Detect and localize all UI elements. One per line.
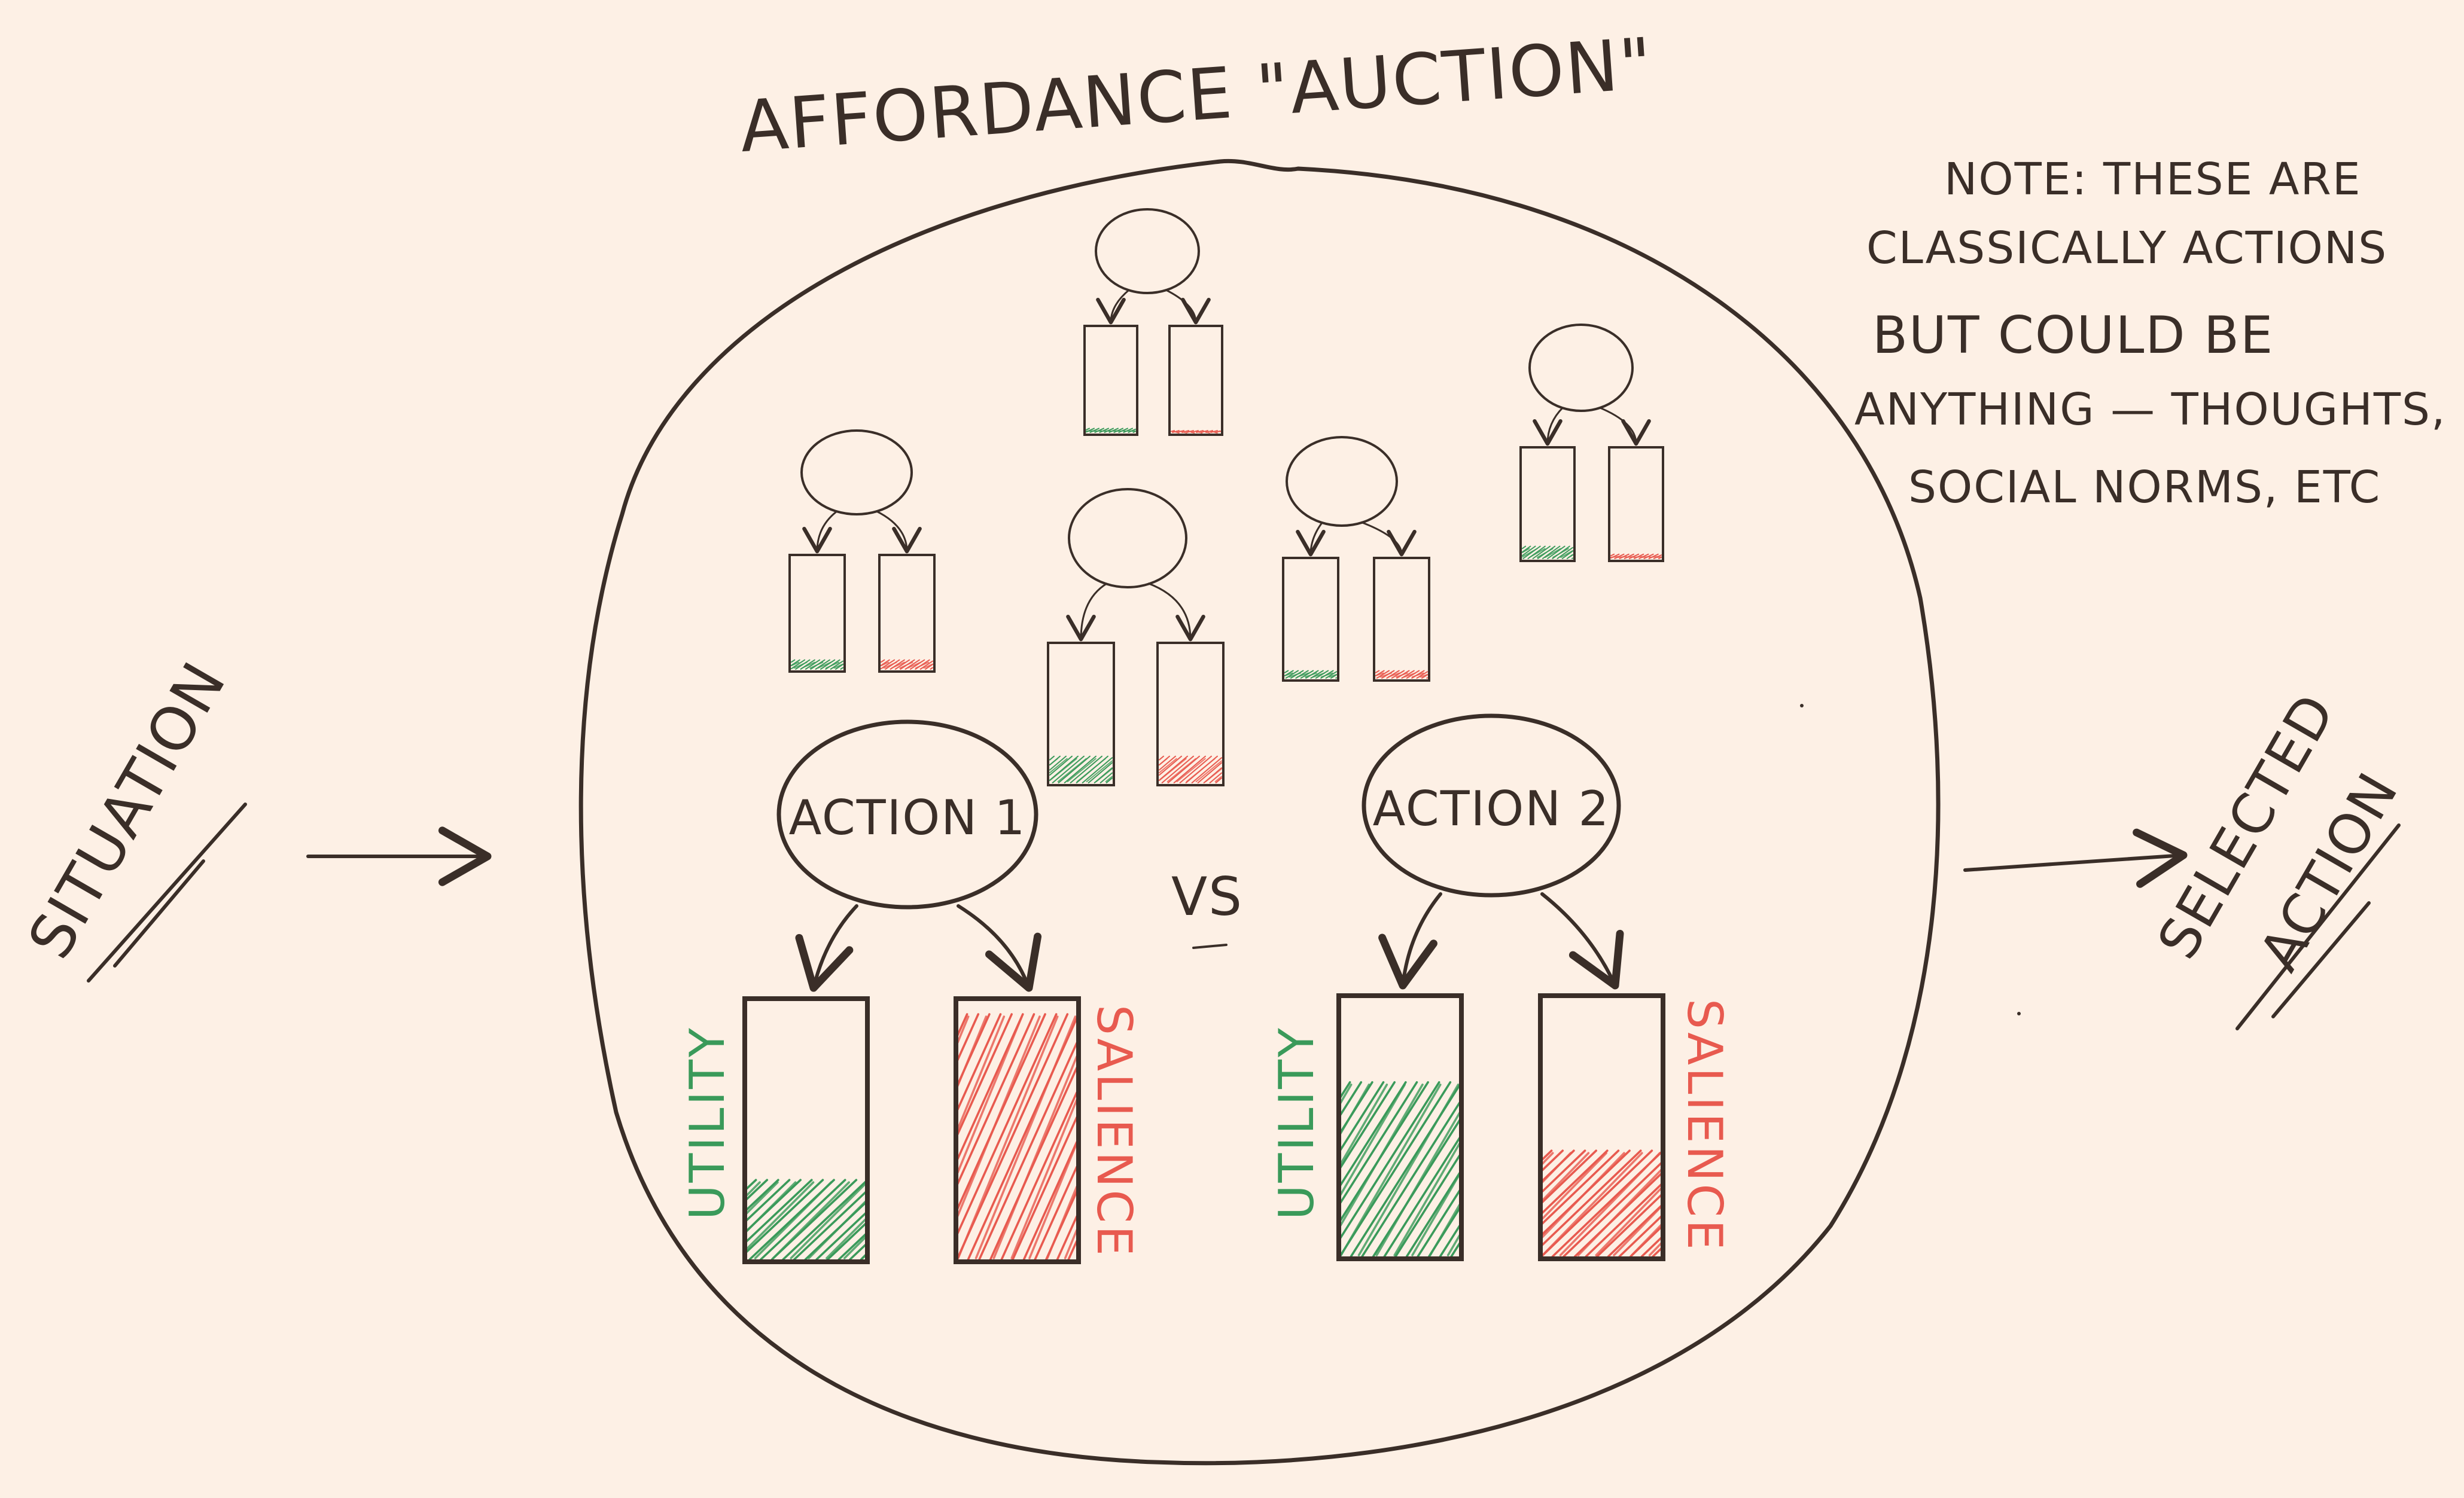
action-2-utility-bar (1336, 993, 1464, 1261)
situation-underline-1 (87, 803, 247, 983)
small-affordance-1-utility-bar-outline (1083, 325, 1138, 436)
small-affordance-3-arrow-utility (1066, 582, 1108, 642)
action-2-salience-label: SALIENCE (1677, 999, 1732, 1252)
small-affordance-4-utility-bar-outline (1282, 557, 1339, 682)
small-affordance-2 (788, 429, 936, 673)
diagram-title: AFFORDANCE "AUCTION" (737, 22, 1656, 168)
selected-action-underline-2 (2271, 901, 2371, 1018)
small-affordance-1-utility-bar (1083, 325, 1138, 436)
action-2-utility-bar-outline (1336, 993, 1464, 1261)
small-affordance-3 (1047, 488, 1225, 786)
small-affordance-5-utility-bar-fill (1522, 545, 1573, 559)
small-affordances (788, 208, 1664, 786)
small-affordance-3-arrow-salience (1147, 582, 1205, 642)
small-affordance-2-utility-bar-outline (788, 554, 846, 673)
small-affordance-3-node (1068, 488, 1187, 588)
small-affordance-4-utility-bar (1282, 557, 1339, 682)
vs-underline (1192, 944, 1228, 949)
small-affordance-5-arrow-utility (1533, 407, 1564, 446)
small-affordance-5-salience-bar-outline (1608, 446, 1664, 562)
small-affordance-3-utility-bar (1047, 642, 1115, 786)
action-2-arrow-salience (1540, 892, 1624, 990)
small-affordance-3-salience-bar (1156, 642, 1225, 786)
action-1-arrow-utility (795, 904, 858, 992)
pen-speck-1 (1800, 704, 1804, 707)
action-1-salience-bar-fill (957, 1013, 1078, 1261)
action-1-utility-bar-fill (745, 1179, 867, 1261)
small-affordance-5-arrow-salience (1598, 406, 1651, 446)
action-2-salience-bar (1538, 993, 1665, 1261)
small-affordance-2-arrow-salience (875, 510, 922, 554)
small-affordance-4-arrow-utility (1296, 521, 1326, 557)
small-affordance-3-utility-bar-fill (1049, 755, 1113, 783)
selected-action-underline-1 (2235, 823, 2401, 1030)
action-2-utility-bar-fill (1339, 1081, 1461, 1258)
note-line-5: SOCIAL NORMS, ETC (1908, 462, 2381, 513)
small-affordance-4-utility-bar-fill (1284, 670, 1337, 679)
situation-label: SITUATION (14, 650, 239, 970)
small-affordance-1 (1083, 208, 1223, 436)
action-2-node (1362, 713, 1621, 898)
small-affordance-2-salience-bar-fill (881, 659, 933, 670)
note-line-2: CLASSICALLY ACTIONS (1866, 222, 2387, 274)
small-affordance-1-arrow-utility (1096, 289, 1130, 325)
small-affordance-2-node (800, 429, 913, 515)
small-affordance-3-salience-bar-outline (1156, 642, 1225, 786)
small-affordance-1-salience-bar-fill (1171, 430, 1221, 434)
small-affordance-4-salience-bar (1373, 557, 1430, 682)
action-2-label: ACTION 2 (1373, 781, 1610, 837)
small-affordance-4 (1282, 436, 1430, 682)
small-affordance-2-arrow-utility (802, 510, 838, 554)
small-affordance-5-utility-bar-outline (1519, 446, 1576, 562)
action-1-arrow-salience (957, 904, 1042, 992)
small-affordance-2-salience-bar-outline (878, 554, 936, 673)
small-affordance-5-salience-bar-fill (1610, 553, 1662, 559)
small-affordance-1-utility-bar-fill (1086, 428, 1136, 433)
action-1-utility-bar (742, 996, 870, 1264)
small-affordance-4-salience-bar-fill (1375, 670, 1428, 679)
action-1-salience-label: SALIENCE (1086, 1005, 1142, 1258)
small-affordance-2-utility-bar (788, 554, 846, 673)
side-note: NOTE: THESE ARE CLASSICALLY ACTIONS BUT … (1854, 154, 2447, 513)
action-1-label: ACTION 1 (789, 790, 1027, 846)
note-line-1: NOTE: THESE ARE (1944, 154, 2362, 205)
small-affordance-5-utility-bar (1519, 446, 1576, 562)
auction-boundary (578, 158, 1941, 1466)
small-affordance-2-utility-bar-fill (791, 659, 843, 670)
small-affordance-1-salience-bar-outline (1168, 325, 1223, 436)
action-1-utility-label: UTILITY (680, 1026, 735, 1220)
small-affordance-4-arrow-salience (1360, 521, 1417, 557)
small-affordance-3-utility-bar-outline (1047, 642, 1115, 786)
action-1-salience-bar-outline (954, 996, 1081, 1264)
vs-label: VS (1171, 866, 1243, 928)
small-affordance-4-salience-bar-outline (1373, 557, 1430, 682)
action-1-group: ACTION 1 UTILITY SALIENCE (680, 719, 1142, 1264)
small-affordance-5-node (1528, 324, 1634, 412)
small-affordance-5-salience-bar (1608, 446, 1664, 562)
action-2-salience-bar-outline (1538, 993, 1665, 1261)
output-arrow (1963, 828, 2188, 888)
action-2-salience-bar-fill (1541, 1149, 1662, 1258)
small-affordance-1-salience-bar (1168, 325, 1223, 436)
small-affordance-5 (1519, 324, 1664, 562)
small-affordance-1-arrow-salience (1165, 289, 1211, 325)
action-2-arrow-utility (1378, 892, 1442, 990)
action-2-group: ACTION 2 UTILITY SALIENCE (1269, 713, 1732, 1261)
action-1-salience-bar (954, 996, 1081, 1264)
note-line-4: ANYTHING — THOUGHTS, (1854, 384, 2447, 435)
situation-underline-2 (113, 859, 205, 968)
action-1-node (776, 719, 1038, 910)
small-affordance-4-node (1286, 436, 1398, 527)
action-2-utility-label: UTILITY (1269, 1026, 1324, 1220)
note-line-3: BUT COULD BE (1872, 306, 2274, 365)
small-affordance-1-node (1095, 208, 1200, 294)
pen-speck-2 (2017, 1012, 2021, 1015)
small-affordance-3-salience-bar-fill (1159, 755, 1222, 783)
action-1-utility-bar-outline (742, 996, 870, 1264)
small-affordance-2-salience-bar (878, 554, 936, 673)
